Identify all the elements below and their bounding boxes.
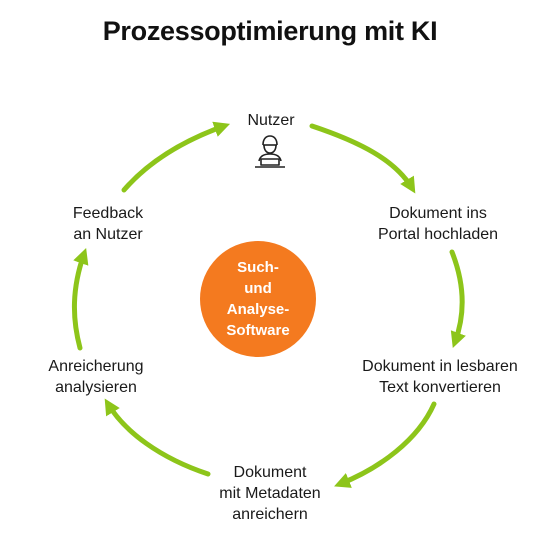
arrow-analyze-to-feedback bbox=[71, 247, 89, 351]
arrow-feedback-to-nutzer bbox=[121, 121, 231, 193]
node-nutzer: Nutzer bbox=[221, 110, 321, 131]
node-label: Dokument bbox=[233, 464, 307, 481]
node-label: an Nutzer bbox=[73, 226, 143, 243]
node-convert: Dokument in lesbaren Text konvertieren bbox=[350, 356, 530, 398]
node-feedback: Feedback an Nutzer bbox=[58, 203, 158, 245]
center-label: Such- bbox=[237, 259, 279, 276]
arrow-metadata-to-analyze bbox=[104, 398, 211, 477]
center-label: Software bbox=[226, 322, 290, 339]
center-label: Analyse- bbox=[226, 301, 290, 318]
node-upload: Dokument ins Portal hochladen bbox=[368, 203, 508, 245]
center-software-circle: Such- und Analyse- Software bbox=[200, 241, 316, 357]
arrow-convert-to-metadata bbox=[334, 401, 437, 488]
page-title: Prozessoptimierung mit KI bbox=[102, 16, 438, 46]
node-label: Feedback bbox=[72, 205, 144, 222]
node-label: analysieren bbox=[55, 379, 137, 396]
arrow-nutzer-to-upload bbox=[309, 123, 416, 194]
node-label: mit Metadaten bbox=[219, 485, 321, 502]
user-laptop-icon bbox=[255, 135, 285, 168]
node-label: Dokument in lesbaren bbox=[362, 358, 518, 375]
center-label: und bbox=[244, 280, 272, 297]
node-label: Nutzer bbox=[247, 112, 295, 129]
node-metadata: Dokument mit Metadaten anreichern bbox=[205, 462, 335, 525]
node-label: Text konvertieren bbox=[379, 379, 501, 396]
node-label: anreichern bbox=[232, 506, 308, 523]
node-analyze: Anreicherung analysieren bbox=[36, 356, 156, 398]
node-label: Dokument ins bbox=[389, 205, 487, 222]
arrow-upload-to-convert bbox=[449, 249, 466, 349]
node-label: Portal hochladen bbox=[377, 226, 499, 243]
node-label: Anreicherung bbox=[48, 358, 144, 375]
